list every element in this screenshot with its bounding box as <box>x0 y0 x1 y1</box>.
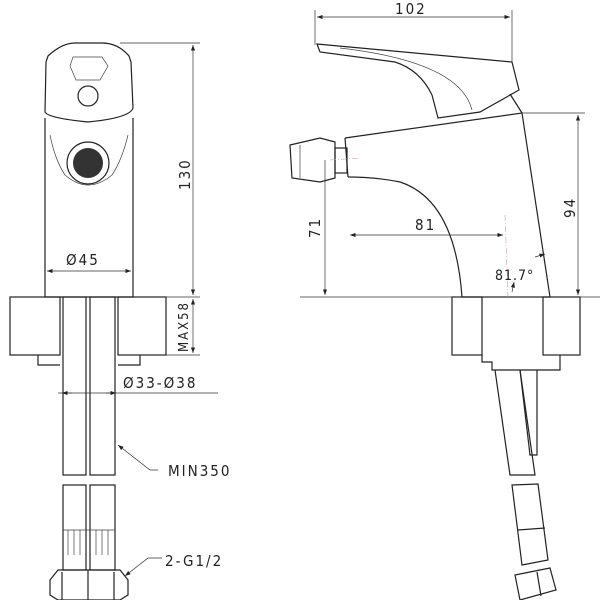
height-94-label: 94 <box>561 197 579 218</box>
base-diameter-label: Ø45 <box>66 251 100 269</box>
max58-label: MAX58 <box>177 301 192 352</box>
counter-right <box>117 296 167 356</box>
side-hex-nut <box>514 567 557 600</box>
side-view: 102 94 71 81 81.7° <box>289 0 600 600</box>
angle-label: 81.7° <box>495 268 534 284</box>
front-lever <box>44 42 134 123</box>
side-aerator <box>289 137 336 183</box>
hose-left <box>62 296 87 476</box>
min350-label: MIN350 <box>168 462 231 480</box>
aerator <box>66 141 110 185</box>
hole-diameter-label: Ø33-Ø38 <box>123 374 197 392</box>
side-counter-right <box>542 296 581 356</box>
reach-81-label: 81 <box>415 216 436 234</box>
front-body <box>44 118 134 298</box>
side-hose <box>494 369 536 476</box>
height-130-label: 130 <box>176 158 194 190</box>
height-71-label: 71 <box>306 217 324 238</box>
hose-right <box>89 296 116 476</box>
length-102-label: 102 <box>395 0 427 18</box>
front-view: Ø45 130 MAX58 Ø33-Ø38 MIN350 2-G1/2 <box>9 42 231 600</box>
lever-slot <box>69 56 109 81</box>
connection-label: 2-G1/2 <box>165 552 223 570</box>
counter-left <box>9 296 61 356</box>
side-body <box>344 112 551 298</box>
aerator-mesh <box>73 148 103 178</box>
lever-knob <box>77 85 99 107</box>
side-counter-left <box>451 296 483 356</box>
hex-nut <box>49 569 129 600</box>
side-lever <box>316 43 520 119</box>
